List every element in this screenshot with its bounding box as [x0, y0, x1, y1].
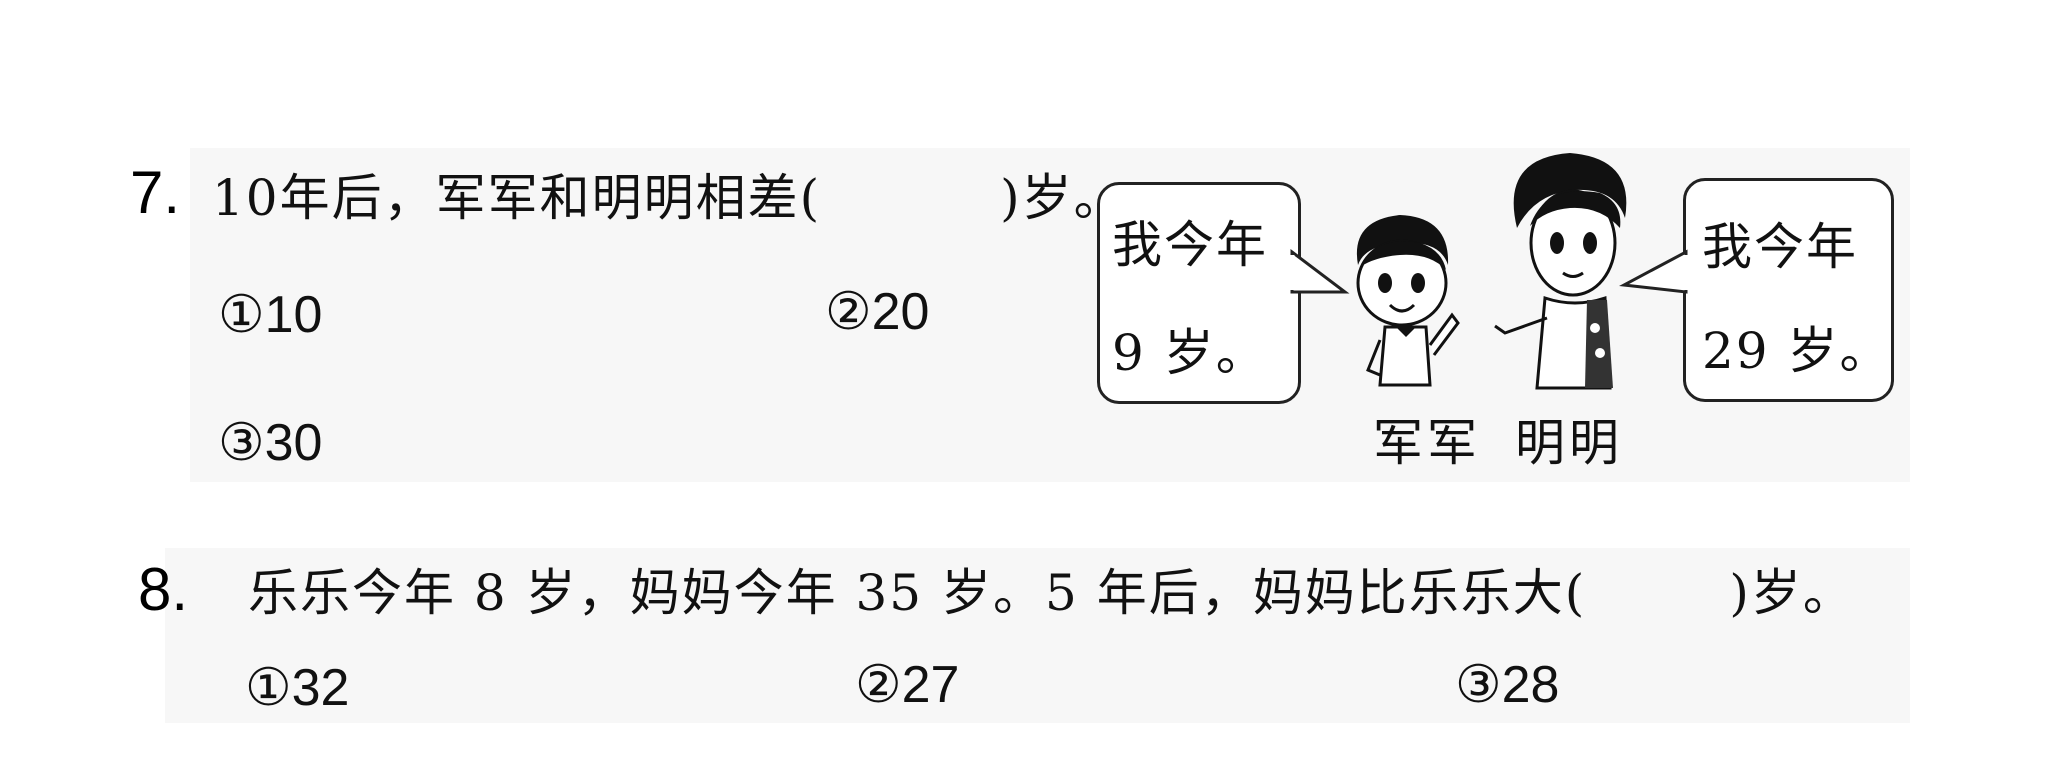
question7-option-1[interactable]: ①10 [218, 286, 323, 344]
question8-number: 8. [138, 556, 189, 623]
man-mingming-illustration [1494, 153, 1627, 390]
question8-scan-area [165, 548, 1910, 723]
speech-bubble-mingming: 我今年 29 岁。 [1683, 178, 1894, 402]
speech-bubble-junjun-tail [1289, 248, 1350, 294]
speech-bubble-junjun: 我今年 9 岁。 [1097, 182, 1301, 404]
speech-bubble-junjun-line1: 我今年 [1112, 216, 1268, 274]
question8-option-3[interactable]: ③28 [1455, 656, 1560, 714]
question7-option-2[interactable]: ②20 [825, 283, 930, 341]
speech-bubble-mingming-line1: 我今年 [1702, 218, 1858, 276]
question7-number: 7. [130, 159, 181, 226]
question7-stem: 10年后，军军和明明相差( )岁。 [212, 169, 1126, 227]
boy-junjun-illustration [1356, 215, 1460, 387]
question7-option-3[interactable]: ③30 [218, 414, 323, 472]
question8-option-2[interactable]: ②27 [855, 656, 960, 714]
speech-bubble-junjun-line2: 9 岁。 [1112, 324, 1268, 382]
name-label-junjun: 军军 [1373, 414, 1481, 472]
question8-option-1[interactable]: ①32 [245, 659, 350, 717]
name-label-mingming: 明明 [1515, 414, 1623, 472]
question8-stem: 乐乐今年 8 岁，妈妈今年 35 岁。5 年后，妈妈比乐乐大( )岁。 [248, 564, 1855, 622]
speech-bubble-mingming-line2: 29 岁。 [1702, 322, 1892, 380]
speech-bubble-mingming-tail [1619, 249, 1689, 294]
